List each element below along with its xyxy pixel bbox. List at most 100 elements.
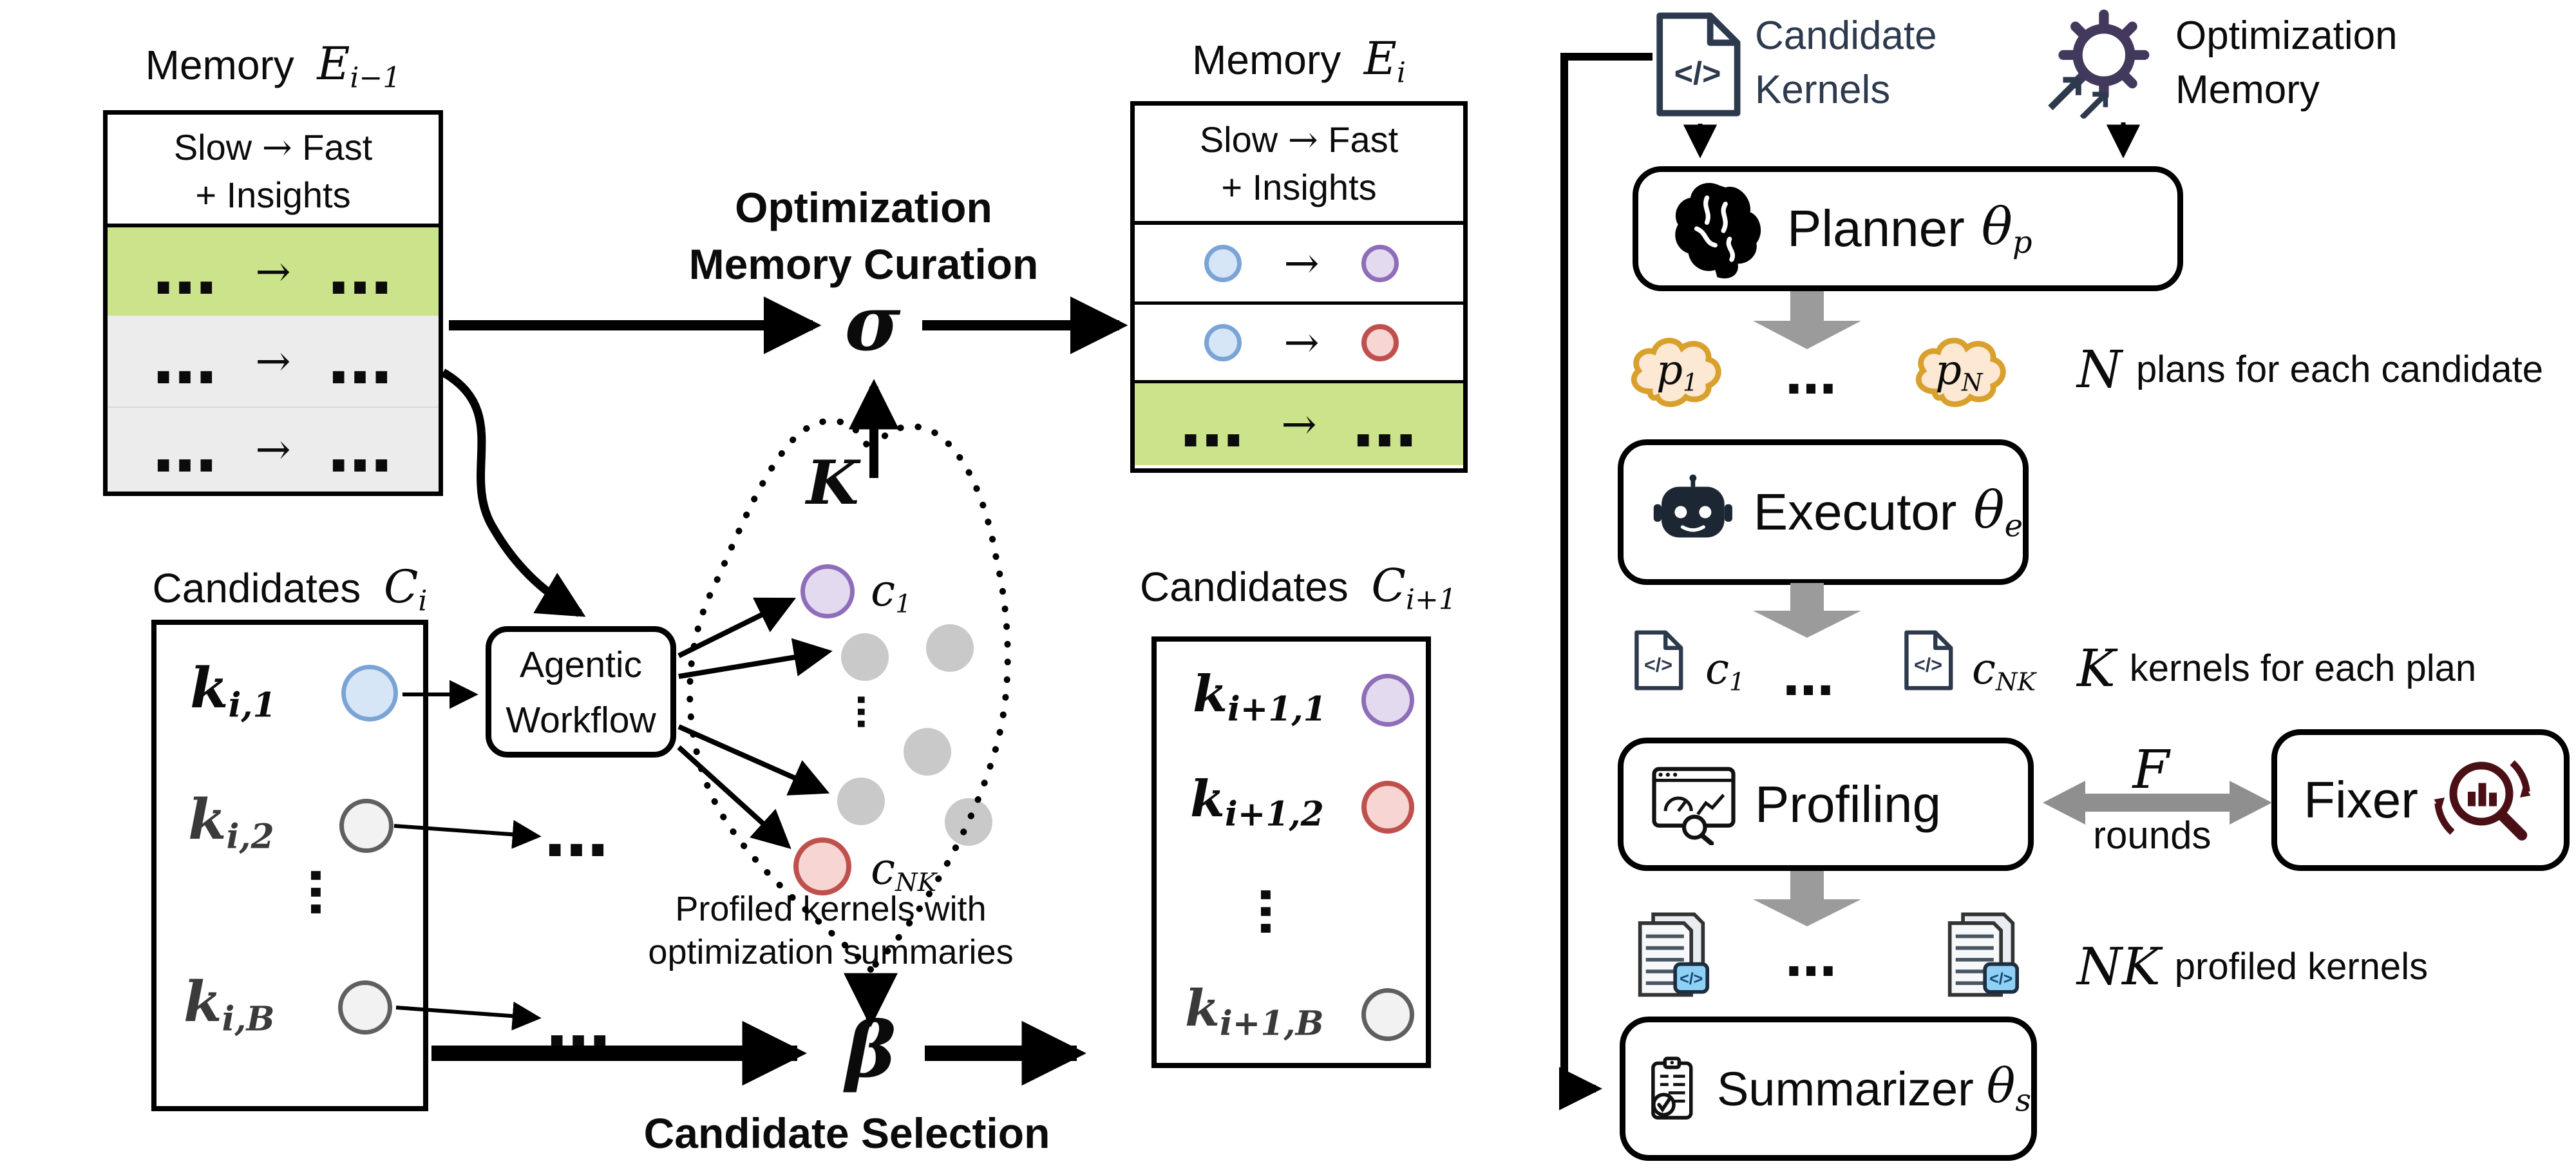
memory-next-title: Memory Ei — [1130, 32, 1468, 89]
memory-next-symbol: E — [1363, 32, 1397, 85]
summarizer-box: Summarizer θs — [1620, 1017, 2037, 1161]
cloud-gray-node — [904, 728, 951, 776]
profiling-dashboard-icon — [1652, 767, 1736, 845]
summarizer-clipboard-icon — [1651, 1056, 1693, 1120]
candidate-ki+1-b-dot — [1361, 988, 1414, 1041]
red-kernel-dot — [1361, 323, 1399, 361]
curation-label: Optimization Memory Curation — [670, 179, 1057, 292]
profiled-doc-icon: </> — [1638, 912, 1710, 997]
memory-next-row-1: → — [1135, 225, 1463, 305]
curation-line2: Memory Curation — [688, 240, 1039, 288]
candidates-i-title: Candidates Ci — [138, 560, 441, 617]
plan-cloud-icon — [1915, 338, 2006, 407]
memory-prev-row-highlight: … → … — [108, 227, 439, 316]
memory-next-box: Slow → Fast + Insights → → … → … — [1130, 101, 1468, 473]
candidate-kib-dot — [338, 980, 392, 1035]
header-slow: Slow — [1199, 119, 1278, 160]
candidate-ki2-label: ki,2 — [188, 787, 274, 857]
workflow-line1: Agentic — [519, 644, 643, 685]
executor-theta: θe — [1973, 480, 2023, 544]
candidate-ki2-dot — [339, 799, 393, 853]
plans-note: N plans for each candidate — [2077, 339, 2543, 399]
cloud-gray-node — [926, 624, 974, 672]
cloud-caption: Profiled kernels with optimization summa… — [605, 888, 1056, 974]
purple-kernel-dot — [1361, 244, 1399, 282]
optimization-memory-label: Optimization Memory — [2175, 14, 2398, 112]
memory-next-title-text: Memory — [1192, 37, 1341, 83]
planner-theta: θp — [1981, 196, 2032, 261]
candidates-i-title-text: Candidates — [152, 565, 361, 611]
candidates-next-title: Candidates Ci+1 — [1140, 559, 1457, 616]
candidate-kernels-label: Candidate Kernels — [1755, 14, 1937, 112]
code-file-icon: </> — [1656, 12, 1741, 117]
fixer-box: Fixer — [2271, 729, 2570, 871]
memory-prev-symbol: E — [317, 37, 350, 90]
optimization-memory-gear-icon: ↗ ↗ — [2040, 9, 2150, 119]
header-fast: Fast — [1328, 119, 1399, 160]
memory-prev-title: Memory Ei−1 — [103, 37, 443, 94]
brain-icon — [1675, 183, 1761, 279]
svg-text:</>: </> — [1989, 970, 2012, 988]
arrow-workflow-to-cnk — [677, 745, 791, 850]
workflow-line2: Workflow — [506, 700, 656, 741]
candidate-ki+1-b-label: ki+1,B — [1185, 979, 1324, 1044]
candidate-ki+1-1-label: ki+1,1 — [1193, 665, 1327, 729]
plan-p1-label: p1 — [1656, 347, 1698, 397]
candidate-ki+1-2-label: ki+1,2 — [1190, 770, 1324, 834]
arrow-workflow-to-c1 — [677, 597, 797, 658]
memory-next-symbol-sub: i — [1396, 56, 1406, 90]
memory-prev-header: Slow → Fast + Insights — [108, 115, 439, 227]
plan-pn-label: pN — [1935, 347, 1983, 397]
profiled-note: NK profiled kernels — [2077, 936, 2429, 997]
svg-text:↗: ↗ — [2073, 79, 2114, 119]
kernel-c1-label: c1 — [1705, 644, 1745, 697]
header-arrow-glyph: → — [261, 127, 292, 169]
cloud-c1-label: c1 — [871, 566, 912, 620]
cloud-vdots: … — [849, 694, 891, 730]
candidates-i-symbol-sub: i — [418, 584, 428, 618]
cloud-cnk-node — [793, 837, 851, 895]
candidate-ki1-dot — [341, 665, 398, 721]
profiling-box: Profiling — [1618, 738, 2034, 871]
svg-text:</>: </> — [1674, 55, 1721, 91]
candidates-next-symbol: C — [1371, 559, 1406, 612]
header-insights: + Insights — [195, 175, 351, 215]
cloud-caption-line2: optimization summaries — [648, 933, 1014, 971]
memory-prev-row: … → … — [108, 408, 439, 492]
candidate-ki+1-1-dot — [1361, 674, 1414, 727]
header-insights: + Insights — [1221, 167, 1377, 207]
cloud-gray-node — [841, 633, 889, 681]
gray-arrow-planner-to-plans — [1753, 291, 1861, 349]
summarizer-label: Summarizer — [1716, 1062, 1974, 1116]
kernel-cnk-label: cNK — [1972, 644, 2036, 697]
arrow-memory-to-workflow — [440, 368, 586, 617]
candidate-ki+1-2-dot — [1361, 781, 1414, 834]
gray-arrow-executor-to-kernels — [1753, 583, 1861, 638]
curation-line1: Optimization — [735, 184, 992, 231]
sigma-operator: σ — [844, 278, 901, 368]
blue-kernel-dot — [1204, 244, 1242, 282]
summarizer-theta: θs — [1986, 1058, 2031, 1119]
agentic-workflow-box: Agentic Workflow — [486, 626, 676, 758]
executor-box: Executor θe — [1618, 439, 2029, 585]
svg-text:</>: </> — [1914, 654, 1942, 676]
memory-next-header: Slow → Fast + Insights — [1135, 106, 1463, 225]
memory-prev-title-text: Memory — [145, 42, 294, 88]
memory-next-row-2: → — [1135, 305, 1463, 383]
profiling-label: Profiling — [1755, 775, 1942, 833]
memory-prev-box: Slow → Fast + Insights … → … … → … … → … — [103, 110, 443, 496]
svg-text:↗: ↗ — [2040, 61, 2088, 119]
candidate-kib-label: ki,B — [184, 970, 275, 1039]
fixer-label: Fixer — [2304, 771, 2418, 828]
candidates-next-vdots: … — [1249, 886, 1307, 937]
memory-prev-row: … → … — [108, 316, 439, 408]
code-file-icon: </> — [1904, 630, 1953, 691]
header-slow: Slow — [173, 127, 252, 167]
candidates-i-box — [151, 620, 428, 1111]
candidates-next-box — [1151, 636, 1431, 1068]
beta-operator: β — [845, 1005, 896, 1094]
candidate-ki1-label: ki,1 — [190, 656, 276, 725]
cloud-gray-node — [945, 798, 992, 846]
kernels-note: K kernels for each plan — [2077, 638, 2477, 698]
